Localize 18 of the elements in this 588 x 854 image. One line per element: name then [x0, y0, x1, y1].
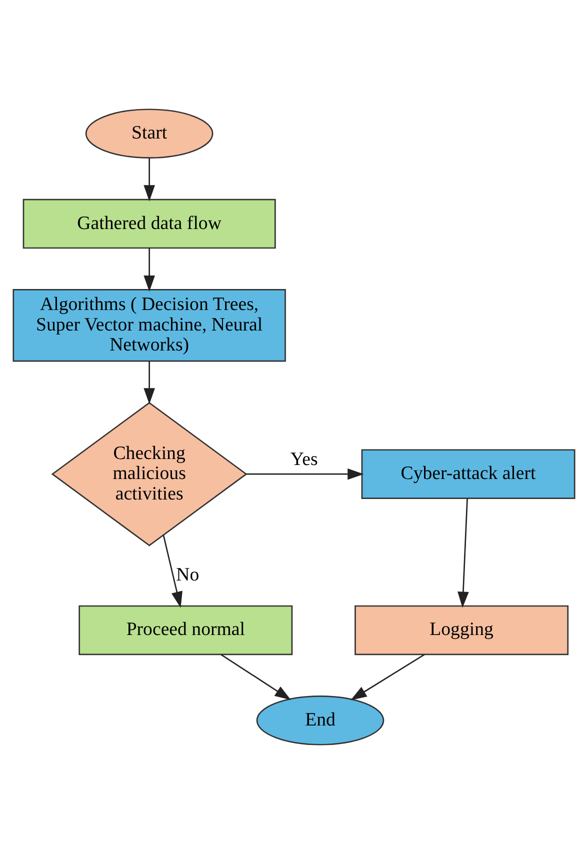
- node-box: Cyber-attack alert: [361, 449, 576, 499]
- node-box: Gathered data flow: [22, 198, 276, 249]
- arrow: [246, 468, 364, 480]
- arrow: [144, 158, 155, 202]
- arrow: [144, 248, 155, 292]
- arrow: [144, 361, 155, 404]
- edge-label: No: [176, 564, 200, 586]
- arrow: [458, 498, 469, 608]
- node-ellipse: Start: [85, 108, 214, 158]
- node-box: Logging: [354, 605, 569, 656]
- node-diamond: Checking malicious activities: [51, 402, 248, 546]
- edge-label: Yes: [290, 448, 318, 470]
- node-box: Algorithms ( Decision Trees, Super Vector machine, Neural Networks): [12, 289, 286, 362]
- arrow: [220, 654, 291, 700]
- arrow: [162, 535, 182, 608]
- arrow: [350, 654, 425, 700]
- node-ellipse: End: [256, 696, 384, 746]
- node-box: Proceed normal: [78, 605, 293, 656]
